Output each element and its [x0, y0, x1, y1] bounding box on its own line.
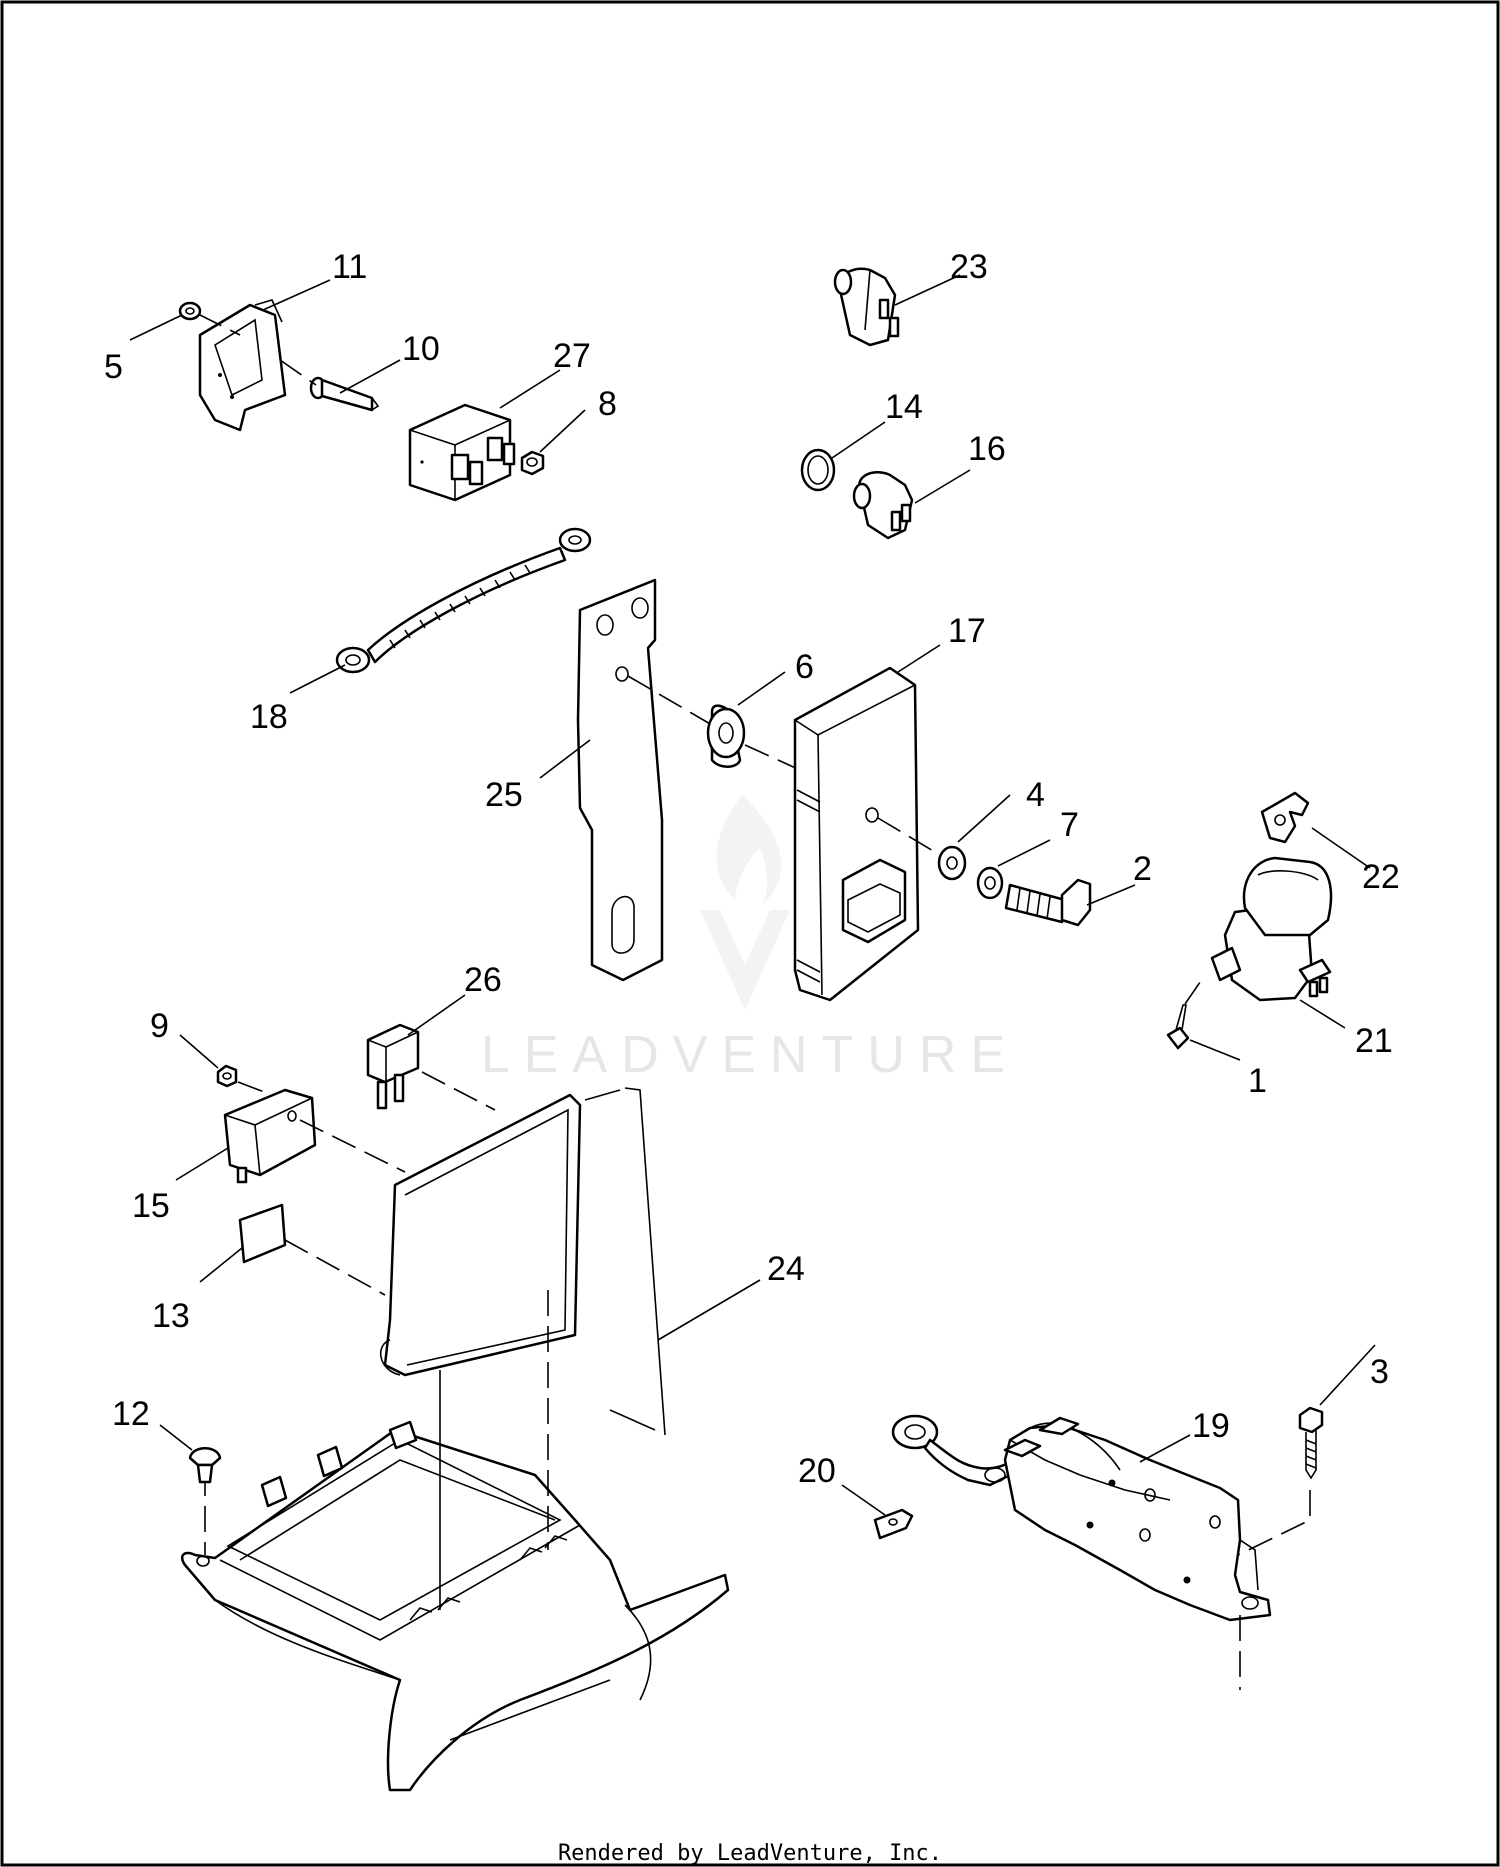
part-10-rivet: [309, 376, 380, 412]
part-24-cover: [379, 1087, 666, 1436]
part-17-module: [793, 666, 920, 1002]
callout-12: 12: [112, 1395, 150, 1433]
part-23-switch: [833, 267, 900, 347]
part-4-washer: [937, 845, 967, 881]
callout-16: 16: [968, 430, 1006, 468]
part-6-spacer: [706, 704, 746, 768]
callout-6: 6: [795, 648, 814, 686]
leader-lines: [129, 274, 1376, 1516]
callout-27: 27: [553, 337, 591, 375]
part-15-relay: [223, 1088, 317, 1184]
part-21-solenoid: [1210, 856, 1333, 1002]
callouts: 1 2 3 4 5 6 7 8 9 10 11 12 13 14 15 16 1…: [104, 248, 1400, 1490]
part-9-nut: [216, 1064, 238, 1088]
part-8-nut: [520, 450, 545, 476]
part-26-fuse: [366, 1023, 420, 1110]
callout-20: 20: [798, 1452, 836, 1490]
part-13-label: [238, 1203, 287, 1264]
callout-26: 26: [464, 961, 502, 999]
part-3-screw: [1298, 1406, 1324, 1480]
part-27-circuit-breaker: [408, 403, 516, 502]
callout-24: 24: [767, 1250, 805, 1288]
callout-18: 18: [250, 698, 288, 736]
callout-8: 8: [598, 385, 617, 423]
callout-22: 22: [1362, 858, 1400, 896]
part-20-terminal: [873, 1508, 914, 1540]
part-7-washer: [976, 866, 1004, 900]
part-5-washer: [178, 301, 202, 321]
part-1-screw: [1166, 1004, 1190, 1050]
callout-23: 23: [950, 248, 988, 286]
watermark-logo: [700, 795, 790, 1010]
callout-21: 21: [1355, 1022, 1393, 1060]
part-11-bracket: [198, 299, 287, 432]
part-14-o-ring: [800, 448, 836, 492]
callout-9: 9: [150, 1007, 169, 1045]
callout-2: 2: [1133, 850, 1152, 888]
part-19-bracket: [891, 1414, 1272, 1622]
callout-5: 5: [104, 348, 123, 386]
callout-11: 11: [332, 248, 367, 286]
callout-15: 15: [132, 1187, 170, 1225]
part-16-switch: [852, 471, 914, 540]
part-22-terminal: [1260, 791, 1310, 844]
callout-1: 1: [1248, 1062, 1267, 1100]
callout-25: 25: [485, 776, 523, 814]
part-18-ground-strap: [335, 527, 592, 674]
part-12-push-pin: [188, 1447, 222, 1484]
footer-credit: Rendered by LeadVenture, Inc.: [558, 1841, 942, 1866]
callout-19: 19: [1192, 1407, 1230, 1445]
callout-17: 17: [948, 612, 986, 650]
callout-7: 7: [1060, 806, 1079, 844]
callout-14: 14: [885, 388, 923, 426]
callout-10: 10: [402, 330, 440, 368]
watermark-text: LEADVENTURE: [481, 1026, 1019, 1084]
callout-13: 13: [152, 1297, 190, 1335]
callout-3: 3: [1370, 1353, 1389, 1391]
part-25-mounting-plate: [576, 578, 664, 982]
callout-4: 4: [1026, 776, 1045, 814]
part-24-tray: [180, 1420, 730, 1792]
part-2-bolt: [1004, 878, 1092, 927]
